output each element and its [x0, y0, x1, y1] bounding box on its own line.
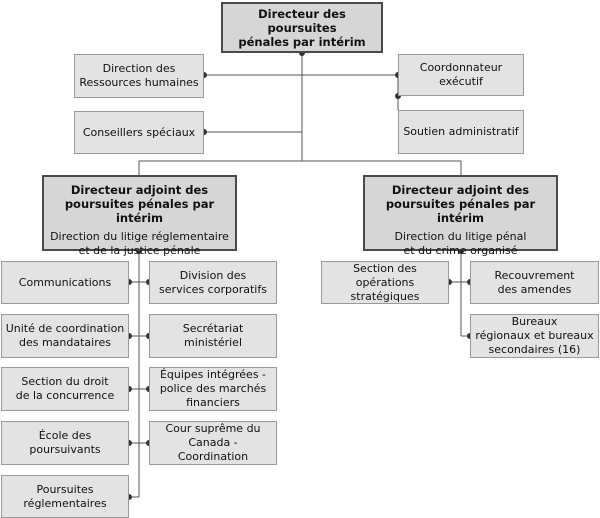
unit-line2: police des marchés — [159, 382, 267, 395]
unit-line3: secondaires (16) — [488, 343, 581, 356]
unit-line2: services corporatifs — [159, 282, 267, 296]
director-box: Directeur des poursuites pénales par int… — [221, 2, 383, 53]
unit-line3: financiers — [186, 396, 240, 409]
unit-regulatory-prosecutions: Poursuites réglementaires — [1, 475, 129, 518]
unit-line1: Recouvrement — [494, 268, 575, 282]
unit-line1: Section du droit — [21, 375, 109, 388]
deputy-left-title2: poursuites pénales par intérim — [64, 197, 215, 225]
deputy-left-sub2: et de la justice pénale — [78, 244, 201, 257]
unit-line2: des mandataires — [18, 336, 112, 349]
connector-lines — [129, 53, 470, 498]
unit-line1: Poursuites — [36, 482, 94, 496]
unit-regional-offices: Bureaux régionaux et bureaux secondaires… — [470, 314, 599, 358]
deputy-right-title1: Directeur adjoint des — [391, 183, 530, 197]
unit-line1: École des — [38, 429, 92, 442]
unit-prosecutors-school: École des poursuivants — [1, 421, 129, 465]
director-title-line2: pénales par intérim — [238, 34, 366, 49]
coord-line2: exécutif — [439, 75, 483, 88]
unit-line1: Division des — [179, 268, 247, 282]
unit-line1: Bureaux — [511, 315, 558, 328]
unit-fine-recovery: Recouvrement des amendes — [470, 261, 599, 304]
unit-agent-coordination: Unité de coordination des mandataires — [1, 314, 129, 358]
special-advisors-box: Conseillers spéciaux — [74, 111, 204, 154]
unit-line1: Équipes intégrées - — [159, 368, 267, 381]
unit-line2: poursuivants — [29, 443, 101, 456]
deputy-right-sub1: Direction du litige pénal — [394, 230, 527, 243]
unit-integrated-market-teams: Équipes intégrées - police des marchés f… — [149, 367, 277, 411]
deputy-left-title1: Directeur adjoint des — [70, 183, 209, 197]
unit-line2: des amendes — [497, 282, 572, 296]
unit-line2: régionaux et bureaux — [475, 329, 594, 342]
unit-line2: réglementaires — [23, 496, 107, 510]
unit-line1: Cour suprême du — [165, 422, 261, 435]
unit-communications: Communications — [1, 261, 129, 304]
unit-supreme-court-coordination: Cour suprême du Canada - Coordination — [149, 421, 277, 465]
hr-line1: Direction des — [102, 62, 176, 75]
unit-line2: de la concurrence — [15, 389, 115, 402]
deputy-right-box: Directeur adjoint des poursuites pénales… — [363, 175, 558, 257]
unit-corporate-services: Division des services corporatifs — [149, 261, 277, 304]
deputy-right-sub2: et du crime organisé — [403, 244, 518, 257]
unit-line1: Communications — [18, 275, 112, 289]
deputy-left-box: Directeur adjoint des poursuites pénales… — [42, 175, 237, 257]
admin-support-label: Soutien administratif — [403, 125, 519, 138]
admin-support-box: Soutien administratif — [398, 110, 524, 154]
deputy-left-sub1: Direction du litige réglementaire — [50, 230, 229, 243]
unit-strategic-operations: Section des opérations stratégiques — [321, 261, 449, 304]
unit-line2: Canada - Coordination — [177, 436, 249, 463]
unit-line2: stratégiques — [350, 289, 420, 303]
special-advisors-label: Conseillers spéciaux — [82, 125, 196, 139]
director-title-line1: Directeur des poursuites — [258, 6, 346, 35]
human-resources-box: Direction des Ressources humaines — [74, 54, 204, 98]
deputy-right-title2: poursuites pénales par intérim — [385, 197, 536, 225]
unit-line1: Section des opérations — [353, 261, 417, 289]
coord-line1: Coordonnateur — [419, 61, 503, 74]
unit-competition-law: Section du droit de la concurrence — [1, 367, 129, 411]
unit-line1: Unité de coordination — [5, 322, 125, 335]
executive-coordinator-box: Coordonnateur exécutif — [398, 54, 524, 96]
unit-ministerial-secretariat: Secrétariat ministériel — [149, 314, 277, 358]
unit-line1: Secrétariat ministériel — [182, 322, 244, 349]
hr-line2: Ressources humaines — [79, 76, 199, 89]
